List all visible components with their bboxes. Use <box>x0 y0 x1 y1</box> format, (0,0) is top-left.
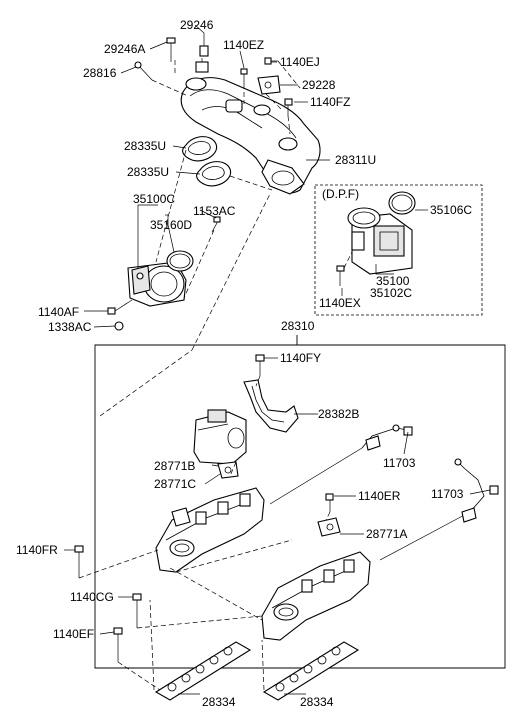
intake-manifold-28311u <box>180 58 321 195</box>
label-35100c: 35100C <box>133 192 175 206</box>
label-29228: 29228 <box>302 78 336 92</box>
label-28335u-2: 28335U <box>127 165 169 179</box>
oring-35160d <box>166 250 194 272</box>
label-28816: 28816 <box>83 66 117 80</box>
label-28771c: 28771C <box>154 477 196 491</box>
sensor-11703-upper <box>269 424 413 505</box>
bolt-1140ex <box>336 265 345 286</box>
stud-1140fr <box>74 545 84 578</box>
label-28382b: 28382B <box>318 407 359 421</box>
label-35106c: 35106C <box>430 203 472 217</box>
exhaust-manifold-left <box>155 487 265 573</box>
bolt-1140ez <box>240 68 248 84</box>
label-1140ej: 1140EJ <box>280 55 320 69</box>
label-1140fz: 1140FZ <box>310 95 350 109</box>
dpf-group-label: (D.P.F) <box>322 187 359 201</box>
label-1140af: 1140AF <box>38 305 79 319</box>
label-28334-1: 28334 <box>202 695 236 709</box>
stud-1140cg <box>132 593 142 628</box>
dpf-group-box <box>314 184 483 316</box>
label-1140ez: 1140EZ <box>223 38 264 52</box>
label-29246a: 29246A <box>104 42 145 56</box>
bracket-28771c <box>217 461 239 479</box>
bolt-28816 <box>134 61 153 81</box>
label-11703-1: 11703 <box>383 456 416 470</box>
egr-valve-28771b <box>193 409 247 465</box>
nut-1338ac <box>114 321 124 331</box>
label-35100: 35100 <box>376 274 410 288</box>
label-11703-2: 11703 <box>431 487 464 501</box>
stud-1140ef <box>113 627 123 662</box>
stud-29246 <box>199 33 209 57</box>
gasket-28334-right <box>262 641 360 701</box>
exhaust-manifold-right <box>261 551 371 641</box>
label-1140er: 1140ER <box>358 489 401 503</box>
label-28311u: 28311U <box>335 153 376 167</box>
throttle-body-35100 <box>347 207 413 275</box>
label-28771b: 28771B <box>154 459 195 473</box>
dashed-lines <box>78 60 353 691</box>
oring-35106c <box>388 191 416 215</box>
label-28335u-1: 28335U <box>124 139 166 153</box>
bolt-1140af <box>107 299 133 315</box>
pipe-28382b <box>243 379 299 433</box>
label-1338ac: 1338AC <box>48 320 92 334</box>
sensor-11703-lower <box>379 458 499 561</box>
label-1140fy: 1140FY <box>280 351 321 365</box>
bolt-1140fy <box>255 354 265 376</box>
label-35102c: 35102C <box>370 286 412 300</box>
assembly-28310-frame <box>94 335 506 669</box>
bolt-1140er <box>325 493 334 512</box>
leader-lines <box>64 24 491 695</box>
bracket-28771a <box>317 517 341 537</box>
label-1140cg: 1140CG <box>70 590 114 604</box>
gasket-28334-left <box>154 641 252 701</box>
bracket-29228 <box>257 75 281 95</box>
label-1140ef: 1140EF <box>53 627 94 641</box>
label-1153ac: 1153AC <box>193 204 236 218</box>
label-29246: 29246 <box>180 18 214 32</box>
bolt-1153ac <box>211 216 221 233</box>
gasket-28335u-upper <box>182 136 218 162</box>
gasket-28335u-lower <box>196 161 232 187</box>
label-1140ex: 1140EX <box>319 296 361 310</box>
label-28334-2: 28334 <box>300 695 334 709</box>
bolt-1140ej <box>264 57 278 65</box>
label-1140fr: 1140FR <box>16 543 58 557</box>
label-28310: 28310 <box>281 319 315 333</box>
bolt-29246a <box>166 37 176 62</box>
label-28771a: 28771A <box>366 527 407 541</box>
label-35160d: 35160D <box>150 218 192 232</box>
bolt-1140fz <box>284 98 293 116</box>
